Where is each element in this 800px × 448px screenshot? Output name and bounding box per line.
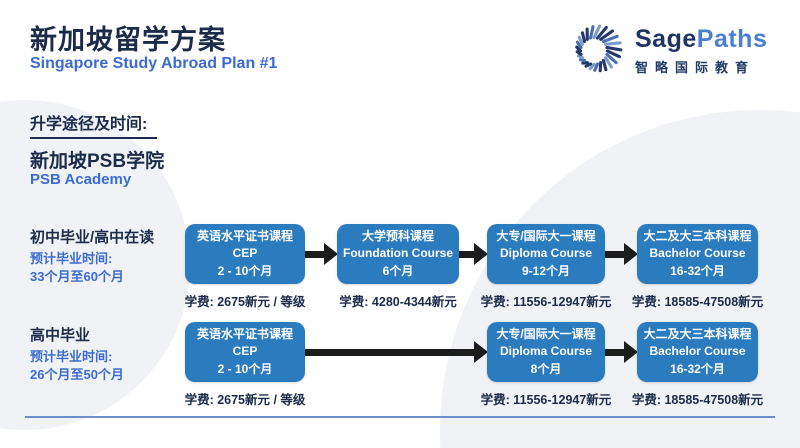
course-box-foundation-row1: 大学预科课程 Foundation Course 6个月: [337, 224, 459, 284]
school-name-en: PSB Academy: [30, 171, 132, 188]
course-title-en: Bachelor Course: [649, 344, 746, 359]
arrow-right-icon: [604, 243, 638, 265]
section-heading: 升学途径及时间:: [30, 110, 158, 139]
course-duration: 6个月: [382, 263, 414, 278]
course-title-en: CEP: [232, 344, 258, 359]
footer-divider: [25, 416, 775, 418]
page-subtitle: Singapore Study Abroad Plan #1: [30, 55, 278, 72]
fee-caption: 学费: 2675新元 / 等级: [184, 295, 306, 309]
arrow-right-icon: [458, 243, 488, 265]
brand-name-paths: Paths: [696, 24, 768, 53]
row1-label: 初中毕业/高中在读: [30, 229, 155, 246]
brand-name: SagePaths: [635, 24, 768, 54]
course-title-zh: 大二及大三本科课程: [643, 326, 752, 341]
course-title-en: Foundation Course: [343, 246, 453, 261]
course-box-diploma-row2: 大专/国际大一课程 Diploma Course 8个月: [487, 322, 605, 382]
fee-caption: 学费: 18585-47508新元: [631, 295, 764, 309]
fee-caption: 学费: 11556-12947新元: [480, 295, 612, 309]
course-box-bachelor-row2: 大二及大三本科课程 Bachelor Course 16-32个月: [637, 322, 758, 382]
brand-logo-text: SagePaths 智略国际教育: [635, 24, 768, 77]
arrow-right-long-icon: [304, 341, 488, 363]
course-duration: 9-12个月: [521, 263, 571, 278]
course-duration: 16-32个月: [670, 263, 725, 278]
course-box-cep-row2: 英语水平证书课程 CEP 2 - 10个月: [185, 322, 305, 382]
course-title-zh: 大二及大三本科课程: [643, 228, 752, 243]
row1-expected-label: 预计毕业时间:: [30, 251, 113, 266]
course-duration: 16-32个月: [670, 361, 725, 376]
course-title-en: CEP: [232, 246, 258, 261]
brand-name-sage: Sage: [635, 24, 697, 53]
course-box-diploma-row1: 大专/国际大一课程 Diploma Course 9-12个月: [487, 224, 605, 284]
course-box-bachelor-row1: 大二及大三本科课程 Bachelor Course 16-32个月: [637, 224, 758, 284]
row1-expected-range: 33个月至60个月: [30, 269, 124, 284]
course-title-en: Diploma Course: [499, 246, 592, 261]
course-duration: 2 - 10个月: [217, 361, 273, 376]
course-duration: 2 - 10个月: [217, 263, 273, 278]
page-title: 新加坡留学方案: [30, 25, 226, 55]
fee-caption: 学费: 18585-47508新元: [631, 393, 764, 407]
course-title-en: Bachelor Course: [649, 246, 746, 261]
course-title-zh: 英语水平证书课程: [196, 228, 293, 243]
arrow-right-icon: [604, 341, 638, 363]
course-title-zh: 大学预科课程: [361, 228, 434, 243]
course-title-zh: 大专/国际大一课程: [496, 326, 596, 341]
brand-name-chinese: 智略国际教育: [635, 60, 756, 76]
course-title-en: Diploma Course: [499, 344, 592, 359]
course-title-zh: 大专/国际大一课程: [496, 228, 596, 243]
fee-caption: 学费: 4280-4344新元: [339, 295, 457, 309]
row2-label: 高中毕业: [30, 327, 91, 344]
spiral-burst-icon: [575, 24, 623, 73]
course-box-cep-row1: 英语水平证书课程 CEP 2 - 10个月: [185, 224, 305, 284]
course-title-zh: 英语水平证书课程: [196, 326, 293, 341]
brand-logo: SagePaths 智略国际教育: [563, 18, 778, 84]
row2-expected-range: 26个月至50个月: [30, 367, 124, 382]
course-duration: 8个月: [530, 361, 562, 376]
fee-caption: 学费: 11556-12947新元: [480, 393, 612, 407]
arrow-right-icon: [304, 243, 338, 265]
school-name-zh: 新加坡PSB学院: [30, 151, 165, 172]
row2-expected-label: 预计毕业时间:: [30, 349, 113, 364]
fee-caption: 学费: 2675新元 / 等级: [184, 393, 306, 407]
